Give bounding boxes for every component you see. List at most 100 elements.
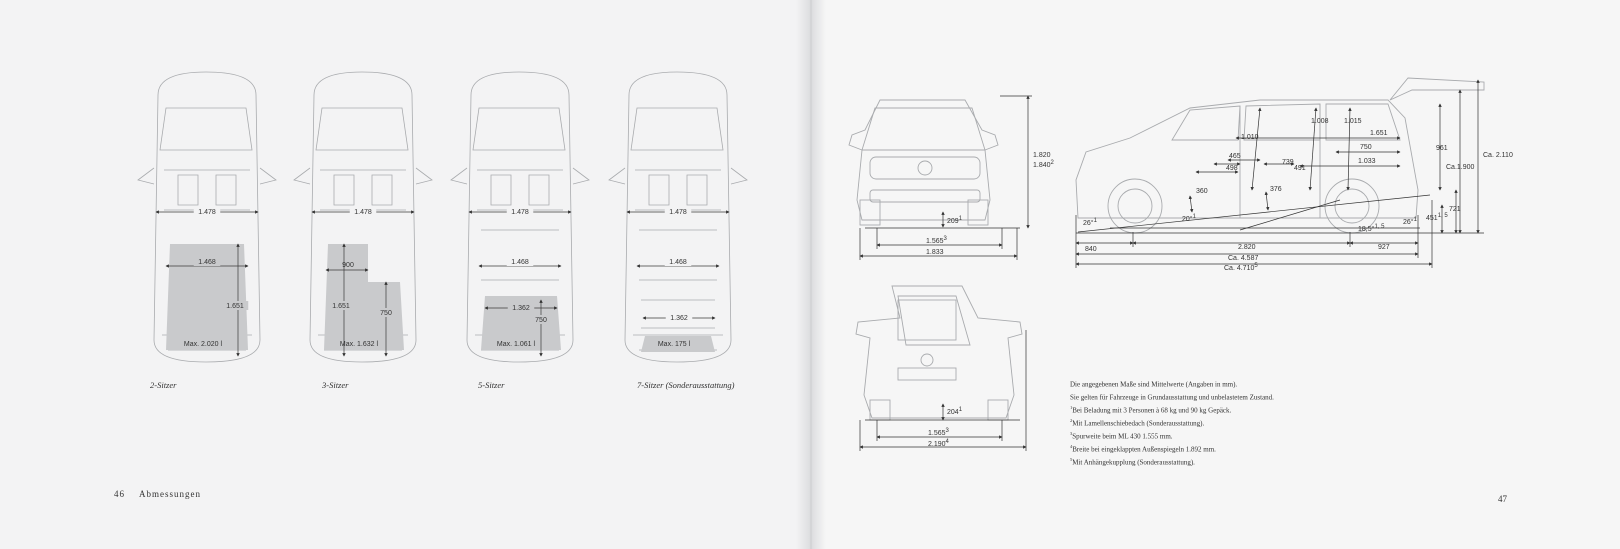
cargo-volume-label: Max. 2.020 l — [184, 341, 223, 348]
footnote: 1Bei Beladung mit 3 Personen à 68 kg und… — [1070, 404, 1232, 415]
front-overhang-label: 840 — [1085, 246, 1097, 253]
floor-width-dimension-label: 1.468 — [669, 259, 687, 266]
seat-row-lines — [164, 169, 250, 211]
overall-length-label: Ca. 4.587 — [1228, 255, 1258, 262]
seat-label-5: 5-Sitzer — [478, 380, 505, 390]
departure-angle-towbar-label: 18,5°1, 5 — [1358, 224, 1385, 233]
width-dimension-label-bg — [349, 207, 377, 216]
footnotes: Die angegebenen Maße sind Mittelwerte (A… — [1070, 377, 1274, 467]
headroom-mid-label: 1.008 — [1311, 118, 1329, 125]
width-dimension-label-bg — [506, 207, 534, 216]
front-ground-clearance-label: 2091 — [947, 216, 963, 225]
short-length-dimension-label-bg — [531, 315, 551, 324]
length-dimension-label: 1.651 — [332, 303, 350, 310]
dim-360-label: 360 — [1196, 188, 1208, 195]
footnote: Die angegebenen Maße sind Mittelwerte (A… — [1070, 380, 1238, 389]
side-view-drawing — [1075, 77, 1485, 234]
length-dimension-label-bg — [221, 301, 249, 310]
rear-seats — [481, 229, 559, 281]
width-dimension-label: 1.478 — [354, 209, 372, 216]
front-seats — [648, 174, 708, 206]
seat-row-lines — [477, 169, 563, 211]
windscreen — [159, 107, 253, 151]
front-seats — [333, 174, 393, 206]
width-dimension-label: 1.478 — [669, 209, 687, 216]
rear-width-dimension-label: 1.362 — [670, 315, 688, 322]
headroom-front-label: 1.010 — [1241, 134, 1259, 141]
dim-1033-label: 1.033 — [1358, 158, 1376, 165]
footnote: 5Mit Anhängekupplung (Sonderausstattung)… — [1070, 456, 1195, 466]
rear-track-label: 1.5653 — [928, 428, 950, 437]
front-seats — [490, 174, 550, 206]
windscreen — [315, 107, 409, 151]
left-page — [0, 0, 808, 549]
mirror-left — [608, 167, 626, 185]
short-length-dimension-label: 750 — [380, 310, 392, 317]
departure-angle-label: 26°1 — [1403, 217, 1418, 226]
width-dimension-label: 1.478 — [511, 209, 529, 216]
cargo-area — [324, 244, 404, 350]
width-dimension-label: 1.478 — [198, 209, 216, 216]
section-title: Abmessungen — [139, 489, 201, 499]
cargo-area — [166, 244, 248, 350]
windscreen — [630, 107, 724, 151]
mirror-right — [572, 167, 590, 185]
dim-465-label: 465 — [1229, 153, 1241, 160]
mirror-left — [137, 167, 155, 185]
cargo-volume-label: Max. 1.632 l — [340, 341, 379, 348]
cargo-area — [641, 336, 715, 352]
book-gutter — [796, 0, 826, 549]
top-view-4 — [608, 71, 748, 363]
rear-view-dimensions — [859, 330, 1027, 451]
width-dimension-label-bg — [664, 207, 692, 216]
footnote: 4Breite bei eingeklappten Außenspiegeln … — [1070, 443, 1216, 453]
ramp-angle-label: 20°1 — [1182, 214, 1197, 223]
front-track-label: 1.5653 — [926, 236, 948, 245]
rear-overhang-label: 927 — [1378, 244, 1390, 251]
width-dimension-label-bg — [193, 207, 221, 216]
dim-750-label: 750 — [1360, 144, 1372, 151]
side-view-dimensions — [1075, 79, 1484, 268]
right-page — [812, 0, 1620, 549]
short-length-dimension-label: 750 — [535, 317, 547, 324]
wheelbase-label: 2.820 — [1238, 244, 1256, 251]
legroom-1651-label: 1.651 — [1370, 130, 1388, 137]
partial-width-dimension-label: 900 — [342, 262, 354, 269]
floor-width-dimension-label: 1.468 — [511, 259, 529, 266]
rear-ground-clearance-label: 2041 — [947, 407, 963, 416]
length-dimension-label-bg — [327, 301, 355, 310]
opening-height-label: Ca.1.900 — [1446, 164, 1475, 171]
dim-739-label: 739 — [1282, 159, 1294, 166]
front-height-label: 1.820 — [1033, 152, 1051, 159]
headroom-rear-label: 1.015 — [1344, 118, 1362, 125]
footnote: 2Mit Lamellenschiebedach (Sonderausstatt… — [1070, 417, 1205, 428]
front-height-alt-label: 1.8402 — [1033, 160, 1055, 169]
third-row-seat-lines — [641, 299, 715, 329]
seat-row-lines — [635, 169, 721, 211]
cargo-volume-label: Max. 175 l — [658, 341, 691, 348]
short-length-dimension-label-bg — [376, 308, 396, 317]
car-body-outline — [309, 71, 417, 363]
car-body-outline — [624, 71, 732, 363]
rear-width-dimension-label: 1.362 — [512, 305, 530, 312]
second-row-seat-lines — [481, 229, 559, 281]
load-height-label: 961 — [1436, 145, 1448, 152]
footnote: Sie gelten für Fahrzeuge in Grundausstat… — [1070, 393, 1274, 402]
mirror-right — [730, 167, 748, 185]
front-view-dimensions — [859, 95, 1032, 260]
car-body-outline — [153, 71, 261, 363]
seat-label-3: 3-Sitzer — [322, 380, 349, 390]
rear-width-dimension-label-bg — [507, 303, 535, 312]
mirror-left — [450, 167, 468, 185]
mirror-left — [293, 167, 311, 185]
second-row-seat-lines — [639, 229, 717, 281]
dim-376-label: 376 — [1270, 186, 1282, 193]
rear-height-label: 721 — [1449, 206, 1461, 213]
seat-label-2: 2-Sitzer — [150, 380, 177, 390]
windscreen — [472, 107, 566, 151]
approach-angle-label: 26°1 — [1083, 218, 1098, 227]
length-dimension-label: 1.651 — [226, 303, 244, 310]
